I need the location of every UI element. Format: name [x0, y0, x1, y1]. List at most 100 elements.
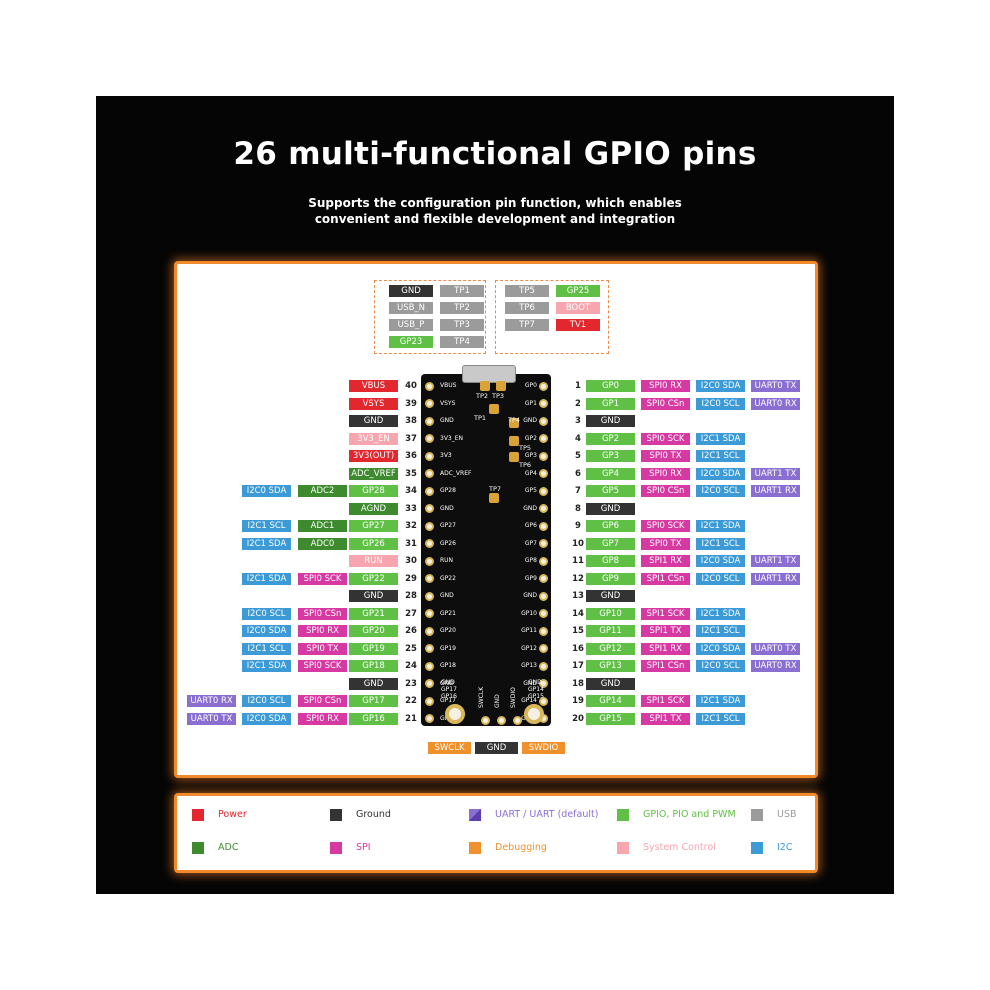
pin-number: 16 [572, 643, 584, 654]
silk-label: GND [494, 694, 501, 708]
tag-uart: UART0 RX [187, 695, 236, 707]
legend-label: System Control [643, 842, 716, 853]
pin-number: 24 [405, 661, 417, 671]
silk-label: GP6 [524, 522, 537, 529]
tag-gpio: GP25 [556, 285, 600, 297]
tag-ground: GND [586, 590, 635, 602]
tag-ground: GND [475, 742, 518, 754]
pin-hole [539, 451, 548, 461]
tp-label: TP6 [519, 461, 532, 469]
tag-spi: SPI0 SCK [298, 660, 347, 672]
tp-label: TP5 [519, 444, 532, 452]
tag-gpio: GP14 [586, 695, 635, 707]
test-point [509, 436, 519, 446]
tag-adc: ADC2 [298, 485, 347, 497]
tag-gpio: GP26 [349, 537, 398, 550]
tag-system: 3V3_EN [349, 432, 398, 445]
tag-gpio: GP7 [586, 537, 635, 550]
tag-i2c: I2C1 SDA [696, 695, 745, 707]
legend-label: Debugging [495, 842, 547, 853]
tag-debug: SWCLK [428, 742, 471, 754]
tag-gpio: GP21 [349, 607, 398, 620]
legend-swatch-adc [192, 842, 204, 854]
tag-usb: TP4 [440, 336, 484, 348]
tag-spi: SPI1 RX [641, 642, 690, 655]
pin-number: 32 [405, 521, 417, 531]
tag-gpio: GP18 [349, 660, 398, 672]
pin-hole [539, 696, 548, 706]
pin-hole [539, 609, 548, 618]
tag-usb: TP7 [505, 319, 549, 331]
pin-number: 6 [575, 468, 581, 479]
tag-usb: TP3 [440, 319, 484, 331]
tag-gpio: GP8 [586, 555, 635, 567]
silk-label: GP10 [521, 609, 537, 617]
pin-number: 34 [405, 486, 417, 496]
testpoint-group-right [495, 280, 609, 354]
tag-uart: UART1 TX [751, 555, 800, 567]
tag-power: VSYS [349, 397, 398, 410]
tag-tv: TV1 [556, 319, 600, 331]
legend-swatch-ground [330, 809, 342, 821]
tag-gpio: GP9 [586, 572, 635, 585]
silk-label: GP27 [440, 522, 456, 529]
tag-spi: SPI0 CSn [298, 607, 347, 620]
pin-hole [539, 399, 548, 408]
pin-hole [425, 469, 434, 478]
pin-hole [539, 574, 548, 583]
tag-spi: SPI0 CSn [641, 485, 690, 497]
pin-number: 36 [405, 451, 417, 461]
tag-power: VBUS [349, 380, 398, 392]
tag-i2c: I2C0 SDA [242, 712, 291, 725]
tag-i2c: I2C0 SDA [242, 625, 291, 637]
tag-ground: GND [586, 502, 635, 515]
tag-spi: SPI1 SCK [641, 607, 690, 620]
tag-gpio: GP12 [586, 642, 635, 655]
pin-number: 8 [575, 503, 581, 514]
tag-i2c: I2C1 SCL [242, 642, 291, 655]
debug-pad [513, 716, 522, 725]
silk-label: GP18 [440, 662, 456, 669]
tag-debug: SWDIO [522, 742, 565, 754]
tag-spi: SPI0 RX [641, 467, 690, 480]
tag-adc: ADC0 [298, 537, 347, 550]
pin-number: 26 [405, 626, 417, 636]
mounting-hole [524, 704, 544, 724]
pin-hole [539, 556, 548, 566]
pin-number: 10 [572, 538, 584, 549]
tag-spi: SPI0 SCK [641, 520, 690, 532]
tag-gpio: GP11 [586, 625, 635, 637]
tag-gpio: GP2 [586, 432, 635, 445]
pin-number: 19 [572, 696, 584, 706]
legend-swatch-gpio [617, 809, 629, 821]
tag-usb: TP5 [505, 285, 549, 297]
tag-spi: SPI0 RX [641, 380, 690, 392]
silk-label: GP0 [524, 382, 537, 389]
pin-number: 4 [575, 433, 581, 444]
test-point [489, 404, 499, 414]
tag-ground: GND [586, 415, 635, 427]
pin-hole [539, 679, 548, 688]
silk-label: GP22 [440, 574, 456, 582]
tag-i2c: I2C0 SCL [696, 660, 745, 672]
silk-label: VBUS [440, 382, 457, 389]
pin-number: 20 [572, 713, 584, 724]
test-point [509, 452, 519, 462]
mounting-hole [445, 704, 465, 724]
tp-label: TP1 [474, 414, 487, 422]
silk-label: GP26 [440, 539, 456, 547]
pin-hole [425, 679, 434, 688]
tag-i2c: I2C1 SCL [696, 537, 745, 550]
silk-label: GP5 [524, 487, 537, 494]
tag-gpio: GP0 [586, 380, 635, 392]
legend-label: I2C [777, 842, 793, 853]
pin-number: 35 [405, 468, 417, 479]
tag-spi: SPI0 SCK [641, 432, 690, 445]
pin-hole [539, 539, 548, 548]
pin-number: 5 [575, 451, 581, 461]
pin-number: 40 [405, 381, 417, 391]
tag-adc: ADC1 [298, 520, 347, 532]
silk-label: GP11 [521, 627, 537, 634]
tag-i2c: I2C1 SDA [696, 432, 745, 445]
legend-swatch-power [192, 809, 204, 821]
